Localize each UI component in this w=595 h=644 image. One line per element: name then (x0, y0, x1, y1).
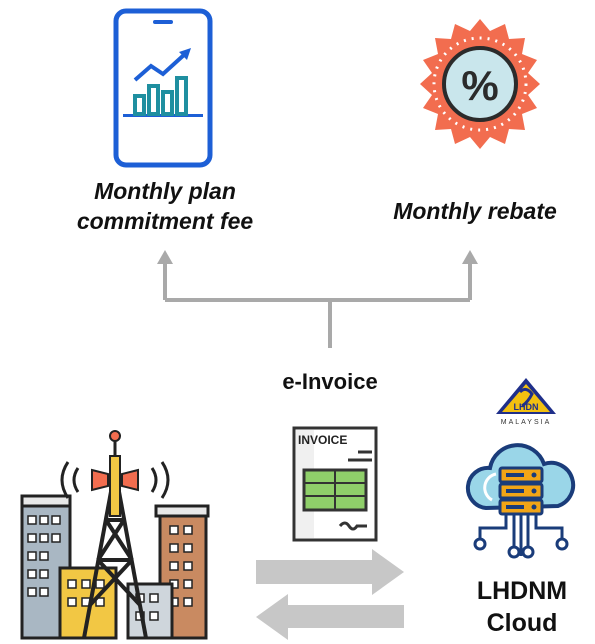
phone-growth-chart-icon (113, 8, 213, 168)
cloud-label-line1: LHDNM (476, 577, 568, 605)
lhdn-logo-country: MALAYSIA (501, 419, 552, 426)
telecom-city-tower-icon (20, 430, 210, 640)
rebate-percent-symbol: % (461, 62, 498, 109)
arrow-to-cloud (256, 549, 404, 595)
cloud-label-line2: Cloud (486, 609, 558, 637)
arrowhead-right (462, 250, 478, 264)
monthly-rebate-label: Monthly rebate (393, 198, 557, 224)
monthly-plan-line1: Monthly plan (94, 178, 236, 204)
arrow-to-telco (256, 594, 404, 640)
arrowhead-left (157, 250, 173, 264)
lhdn-logo: LHDN MALAYSIA (496, 378, 556, 426)
einvoice-label: e-Invoice (282, 369, 378, 394)
cloud-label: LHDNM Cloud (452, 575, 592, 639)
monthly-plan-label: Monthly plan commitment fee (40, 176, 290, 236)
monthly-plan-line2: commitment fee (76, 208, 254, 234)
rebate-percent-badge-icon: % (420, 19, 540, 149)
lhdn-logo-name: LHDN (514, 402, 539, 412)
cloud-server-network-icon (465, 443, 576, 559)
invoice-title: INVOICE (298, 433, 347, 447)
invoice-document-icon: INVOICE (292, 426, 378, 542)
